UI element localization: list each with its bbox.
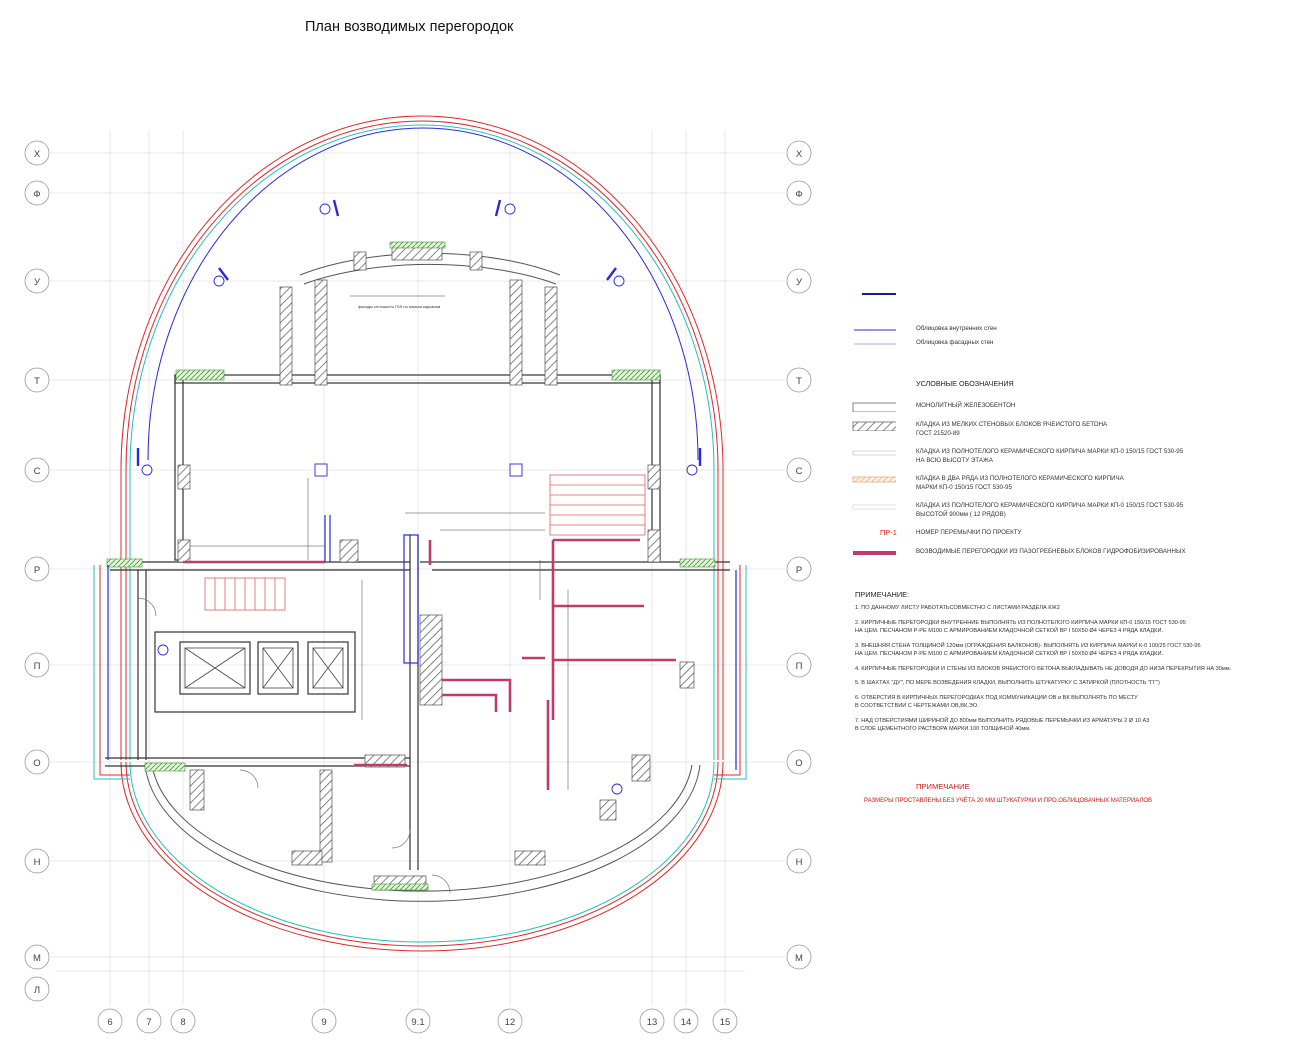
- axis-row-label: С: [796, 466, 803, 477]
- legend-facing-facade: Облицовка фасадных стен: [916, 339, 994, 346]
- note-line: 4. КИРПИЧНЫЕ ПЕРЕГОРОДКИ И СТЕНЫ ИЗ БЛОК…: [855, 665, 1232, 672]
- note-item: 1. ПО ДАННОМУ ЛИСТУ РАБОТАТЬСОВМЕСТНО С …: [855, 604, 1305, 613]
- axis-row-label: М: [33, 953, 41, 964]
- legend-brick-full-icon: [852, 450, 896, 456]
- axis-row-label: Ф: [795, 189, 802, 200]
- note-item: 7. НАД ОТВЕРСТИЯМИ ШИРИНОЙ ДО 800мм ВЫПО…: [855, 717, 1305, 734]
- legend-monolithic-icon: [852, 402, 896, 412]
- axis-row-label: Н: [796, 857, 803, 868]
- legend-brick-900-icon: [852, 504, 896, 510]
- axis-column-label: 6: [107, 1017, 112, 1028]
- legend-lintel-code: ПР-1: [880, 528, 897, 537]
- axis-row-label: Н: [34, 857, 41, 868]
- legend-brick-two-line1: КЛАДКА В ДВА РЯДА ИЗ ПОЛНОТЕЛОГО КЕРАМИЧ…: [916, 475, 1124, 482]
- axis-column-label: 13: [647, 1017, 658, 1028]
- legend-brick-900-line2: ВЫСОТОЙ 900мм ( 12 РЯДОВ): [916, 510, 1006, 518]
- axis-row-label: Л: [34, 985, 40, 996]
- note-item: 3. ВНЕШНЯЯ СТЕНА ТОЛЩИНОЙ 120мм (ОГРАЖДЕ…: [855, 642, 1305, 659]
- axis-row-label: П: [796, 661, 803, 672]
- axis-row-label: Х: [796, 149, 803, 160]
- legend-brick-two-icon: [852, 476, 896, 483]
- axis-row-label: Ф: [33, 189, 40, 200]
- legend-lintel: НОМЕР ПЕРЕМЫЧКИ ПО ПРОЕКТУ: [916, 529, 1022, 536]
- axis-row-label: Р: [796, 565, 802, 576]
- axis-column-label: 9: [321, 1017, 326, 1028]
- axis-row-label: Х: [34, 149, 41, 160]
- legend-brick-900-line1: КЛАДКА ИЗ ПОЛНОТЕЛОГО КЕРАМИЧЕСКОГО КИРП…: [916, 502, 1184, 509]
- axis-bubbles-left: [24, 140, 50, 1002]
- legend-partitions: ВОЗВОДИМЫЕ ПЕРЕГОРОДКИ ИЗ ПАЗОГРЕБНЕВЫХ …: [916, 548, 1186, 555]
- axis-row-label: С: [34, 466, 41, 477]
- axis-row-label: У: [796, 277, 803, 288]
- inner-ring-wall: [144, 252, 701, 902]
- note-line: В СООТВЕТСТВИИ С ЧЕРТЕЖАМИ ОВ,ВК,ЭО.: [855, 703, 979, 709]
- note-line: НА ЦЕМ. ПЕСЧАНОМ Р-РЕ М100 С АРМИРОВАНИЕ…: [855, 651, 1164, 657]
- legend-partition-icon: [853, 551, 896, 555]
- axis-column-label: 8: [180, 1017, 185, 1028]
- axis-row-label: У: [34, 277, 41, 288]
- stair-icon: [204, 474, 646, 611]
- door-swing-icon: [137, 597, 451, 894]
- axis-column-label: 9.1: [411, 1017, 424, 1028]
- new-partitions: [183, 538, 676, 790]
- axis-column-label: 7: [146, 1017, 151, 1028]
- note-item: 5. В ШАХТАХ "ДУ", ПО МЕРЕ ВОЗВЕДЕНИЯ КЛА…: [855, 679, 1305, 688]
- legend-brick-full-line2: НА ВСЮ ВЫСОТУ ЭТАЖА: [916, 456, 993, 464]
- legend-facing-inner: Облицовка внутренних стен: [916, 325, 997, 332]
- axis-row-label: М: [795, 953, 803, 964]
- page-title: План возводимых перегородок: [305, 19, 514, 35]
- axis-bubbles-right: [786, 140, 812, 970]
- note-item: 6. ОТВЕРСТИЯ В КИРПИЧНЫХ ПЕРЕГОРОДКАХ ПО…: [855, 694, 1305, 711]
- axis-column-label: 15: [720, 1017, 731, 1028]
- note-line: 6. ОТВЕРСТИЯ В КИРПИЧНЫХ ПЕРЕГОРОДКАХ ПО…: [855, 694, 1138, 701]
- axis-row-label: Т: [796, 376, 802, 387]
- legend-aerated-line2: ГОСТ 21520-89: [916, 429, 960, 437]
- axis-row-label: П: [34, 661, 41, 672]
- window-markers: [136, 199, 702, 466]
- legend-aerated-line1: КЛАДКА ИЗ МЕЛКИХ СТЕНОВЫХ БЛОКОВ ЯЧЕИСТО…: [916, 421, 1108, 428]
- legend-aerated-icon: [852, 421, 896, 431]
- note-line: НА ЦЕМ. ПЕСЧАНОМ Р-РЕ М100 С АРМИРОВАНИЕ…: [855, 628, 1164, 634]
- facing-walls: [107, 515, 737, 770]
- column-marker-icon: [141, 203, 698, 795]
- red-note-text: РАЗМЕРЫ ПРОСТАВЛЕНЫ БЕЗ УЧЁТА 20 ММ ШТУК…: [864, 798, 1153, 804]
- note-line: 7. НАД ОТВЕРСТИЯМИ ШИРИНОЙ ДО 800мм ВЫПО…: [855, 717, 1150, 724]
- legend-line-lightblue-icon: [854, 343, 896, 345]
- note-line: 5. В ШАХТАХ "ДУ", ПО МЕРЕ ВОЗВЕДЕНИЯ КЛА…: [855, 680, 1160, 686]
- notes-title: ПРИМЕЧАНИЕ:: [855, 590, 910, 599]
- note-line: В СЛОЕ ЦЕМЕНТНОГО РАСТВОРА МАРКИ 100 ТОЛ…: [855, 726, 1031, 732]
- note-line: 1. ПО ДАННОМУ ЛИСТУ РАБОТАТЬСОВМЕСТНО С …: [855, 605, 1060, 611]
- note-line: 2. КИРПИЧНЫЕ ПЕРЕГОРОДКИ ВНУТРЕННИЕ ВЫПО…: [855, 619, 1186, 626]
- red-note: ПРИМЕЧАНИЕ РАЗМЕРЫ ПРОСТАВЛЕНЫ БЕЗ УЧЁТА…: [864, 782, 1152, 804]
- legend-heading: УСЛОВНЫЕ ОБОЗНАЧЕНИЯ: [916, 379, 1014, 388]
- red-note-title: ПРИМЕЧАНИЕ: [916, 782, 970, 791]
- axis-bubbles-bottom: [97, 1008, 738, 1034]
- axis-row-label: Р: [34, 565, 40, 576]
- note-item: 4. КИРПИЧНЫЕ ПЕРЕГОРОДКИ И СТЕНЫ ИЗ БЛОК…: [855, 665, 1305, 674]
- legend-brick-two-line2: МАРКИ КП-0 150/15 ГОСТ 530-95: [916, 483, 1012, 491]
- axis-row-label: О: [33, 758, 40, 769]
- dimension-lines: [190, 295, 569, 790]
- legend-line-blue-icon: [854, 329, 896, 331]
- building-outline: [93, 115, 747, 952]
- legend-wall-marker-icon: [862, 293, 896, 295]
- legend-brick-full-line1: КЛАДКА ИЗ ПОЛНОТЕЛОГО КЕРАМИЧЕСКОГО КИРП…: [916, 448, 1184, 455]
- elevator-icon: [184, 647, 344, 689]
- notes-block: ПРИМЕЧАНИЕ: 1. ПО ДАННОМУ ЛИСТУ РАБОТАТЬ…: [855, 590, 1305, 740]
- plan-note: фасады сплошного ГКЛ по малым каркасам: [358, 304, 441, 309]
- axis-column-label: 14: [681, 1017, 692, 1028]
- legend-monolithic: МОНОЛИТНЫЙ ЖЕЛЕЗОБЕНТОН: [916, 402, 1016, 409]
- axis-row-label: Т: [34, 376, 40, 387]
- axis-column-label: 12: [505, 1017, 516, 1028]
- brick-walls: [106, 241, 716, 891]
- note-line: 3. ВНЕШНЯЯ СТЕНА ТОЛЩИНОЙ 120мм (ОГРАЖДЕ…: [855, 642, 1201, 649]
- note-item: 2. КИРПИЧНЫЕ ПЕРЕГОРОДКИ ВНУТРЕННИЕ ВЫПО…: [855, 619, 1305, 636]
- axis-row-label: О: [795, 758, 802, 769]
